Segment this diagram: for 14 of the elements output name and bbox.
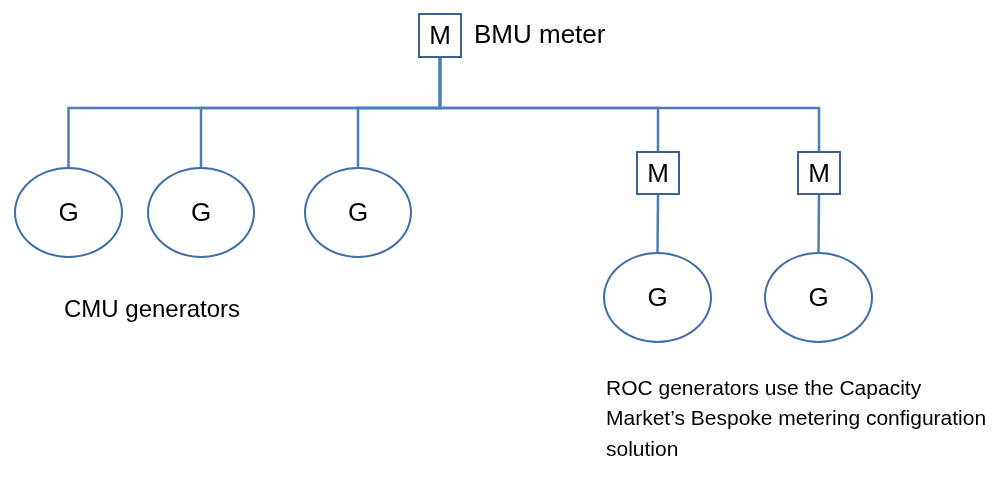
generator-circle: G <box>147 167 255 258</box>
generator-circle: G <box>603 252 712 343</box>
connector-line <box>438 58 821 151</box>
note-text: CMU generators <box>64 295 242 324</box>
connector-line <box>817 195 821 252</box>
meter-box: M <box>797 151 841 195</box>
meter-label: BMU meter <box>474 19 606 51</box>
generator-circle: G <box>304 167 412 258</box>
meter-box: M <box>636 151 680 195</box>
generator-circle: G <box>764 252 873 343</box>
note-text: ROC generators use the Capacity Market’s Bespoke metering configuration solution <box>606 375 988 462</box>
connector-line <box>656 195 660 252</box>
generator-circle: G <box>14 167 123 258</box>
meter-box: M <box>418 13 462 58</box>
